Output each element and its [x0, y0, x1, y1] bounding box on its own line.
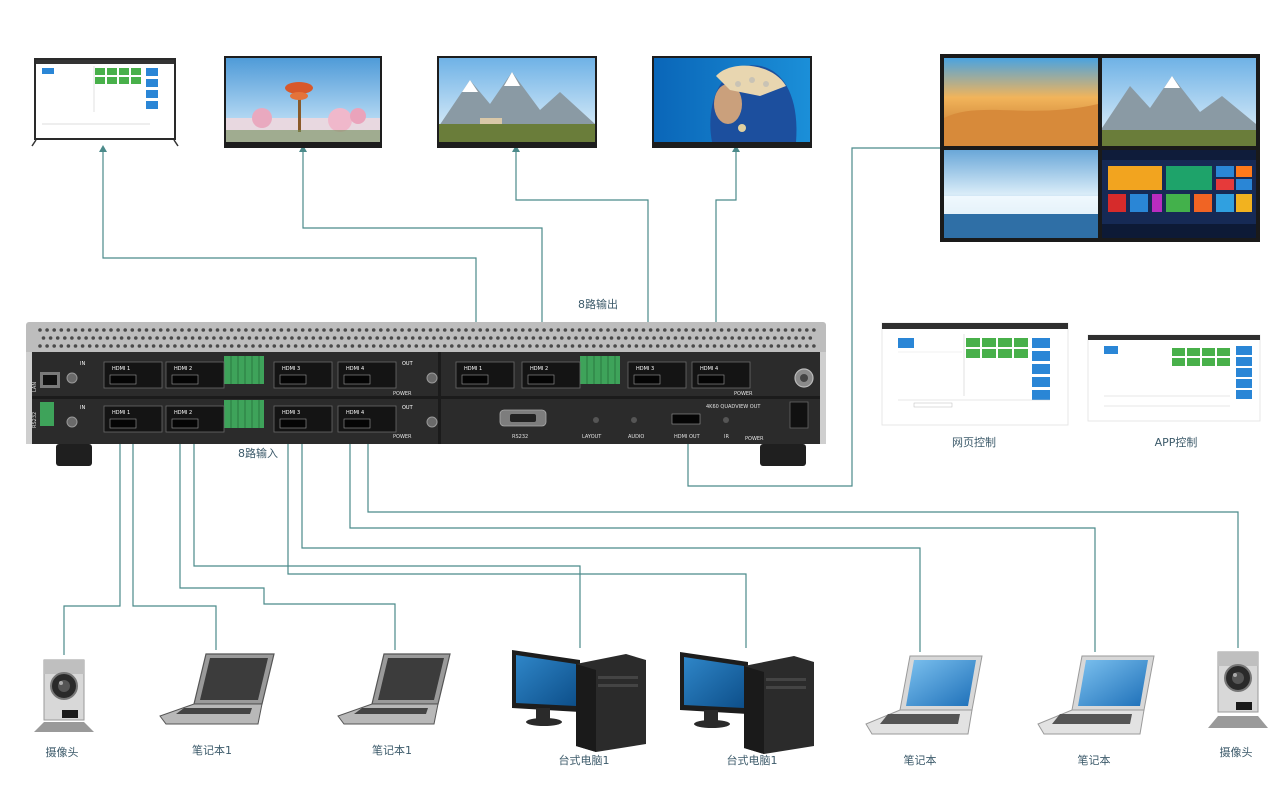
- label-hdmi-out: HDMI OUT: [674, 434, 701, 440]
- chassis-vents: [38, 328, 816, 348]
- laptop-blue-2: [1037, 655, 1155, 735]
- label-in-hdmi3-b: HDMI 3: [282, 410, 300, 416]
- laptop-blue-1: [865, 655, 983, 735]
- label-out-hdmi4: HDMI 4: [700, 366, 718, 372]
- line-out3-tv3: [515, 150, 649, 368]
- line-in2-laptop: [132, 430, 217, 650]
- label-out-bottom: OUT: [402, 405, 414, 411]
- label-audio: AUDIO: [628, 434, 644, 440]
- label-power-4: POWER: [745, 436, 764, 442]
- source-label-8: 摄像头: [1219, 746, 1253, 759]
- wall-mountains: [1102, 58, 1256, 146]
- camera-left: [34, 659, 94, 732]
- label-in-hdmi1-b: HDMI 1: [112, 410, 130, 416]
- label-power-1: POWER: [393, 391, 412, 397]
- source-label-4: 台式电脑1: [558, 754, 610, 767]
- label-web-control: 网页控制: [952, 436, 996, 449]
- source-label-1: 摄像头: [45, 746, 79, 759]
- tv-control-ui: [31, 58, 179, 147]
- label-rs232: RS232: [512, 434, 528, 440]
- label-out-top: OUT: [402, 361, 414, 367]
- wall-desert: [944, 58, 1098, 146]
- label-in-bottom: IN: [80, 405, 85, 411]
- label-power-3: POWER: [734, 391, 753, 397]
- label-in-hdmi2: HDMI 2: [174, 366, 192, 372]
- label-out-hdmi3: HDMI 3: [636, 366, 654, 372]
- label-quadview: 4K60 QUADVIEW OUT: [706, 404, 761, 410]
- tv-mountains: [437, 56, 597, 148]
- output-connections: [102, 147, 942, 487]
- label-rs232-side: RS232: [32, 412, 38, 428]
- label-power-2: POWER: [393, 434, 412, 440]
- wall-smart-tv-ui: [1102, 150, 1256, 238]
- laptop-gray-2: [337, 653, 451, 725]
- label-out-hdmi1: HDMI 1: [464, 366, 482, 372]
- line-out2-tv2: [302, 150, 543, 368]
- line-out4-tv4: [715, 150, 737, 368]
- line-in7-laptop: [349, 412, 1096, 652]
- line-out1-tv1: [102, 150, 477, 368]
- tv-garden: [224, 56, 382, 148]
- desktop-1: [512, 650, 646, 752]
- label-8-inputs: 8路输入: [238, 447, 278, 460]
- camera-right: [1208, 651, 1268, 728]
- wall-waterfall: [944, 150, 1098, 238]
- label-in-hdmi3: HDMI 3: [282, 366, 300, 372]
- terminal-blocks: [224, 356, 620, 428]
- source-label-6: 笔记本: [903, 754, 937, 767]
- source-label-5: 台式电脑1: [726, 754, 778, 767]
- output-arrows: [99, 145, 740, 152]
- laptop-gray-1: [159, 653, 275, 725]
- label-in-top: IN: [80, 361, 85, 367]
- desktop-2: [680, 652, 814, 754]
- line-in1-camera: [63, 430, 121, 655]
- line-in3-laptop: [179, 430, 396, 650]
- web-control-panel: [881, 322, 1069, 426]
- label-lan: LAN: [32, 382, 38, 392]
- source-label-2: 笔记本1: [192, 744, 232, 757]
- label-out-hdmi2: HDMI 2: [530, 366, 548, 372]
- label-app-control: APP控制: [1154, 436, 1198, 449]
- label-in-hdmi4-b: HDMI 4: [346, 410, 364, 416]
- app-control-panel: [1087, 334, 1261, 422]
- line-hdmiout-videowall: [687, 147, 942, 487]
- tv-portrait: [652, 56, 812, 148]
- label-8-outputs: 8路输出: [578, 298, 618, 311]
- line-in5-desktop: [287, 430, 747, 648]
- line-in4-desktop: [193, 430, 581, 648]
- line-in6-laptop: [301, 430, 921, 652]
- label-layout: LAYOUT: [582, 434, 602, 440]
- source-label-7: 笔记本: [1077, 754, 1111, 767]
- video-wall: [940, 54, 1260, 242]
- input-connections: [63, 412, 1239, 655]
- source-label-3: 笔记本1: [372, 744, 412, 757]
- label-in-hdmi1: HDMI 1: [112, 366, 130, 372]
- label-in-hdmi4: HDMI 4: [346, 366, 364, 372]
- matrix-switcher: IN IN OUT OUT HDMI 1 HDMI 2 HDMI 3 HDMI …: [26, 322, 826, 466]
- line-in8-camera: [367, 430, 1239, 648]
- label-in-hdmi2-b: HDMI 2: [174, 410, 192, 416]
- label-ir: IR: [724, 434, 729, 440]
